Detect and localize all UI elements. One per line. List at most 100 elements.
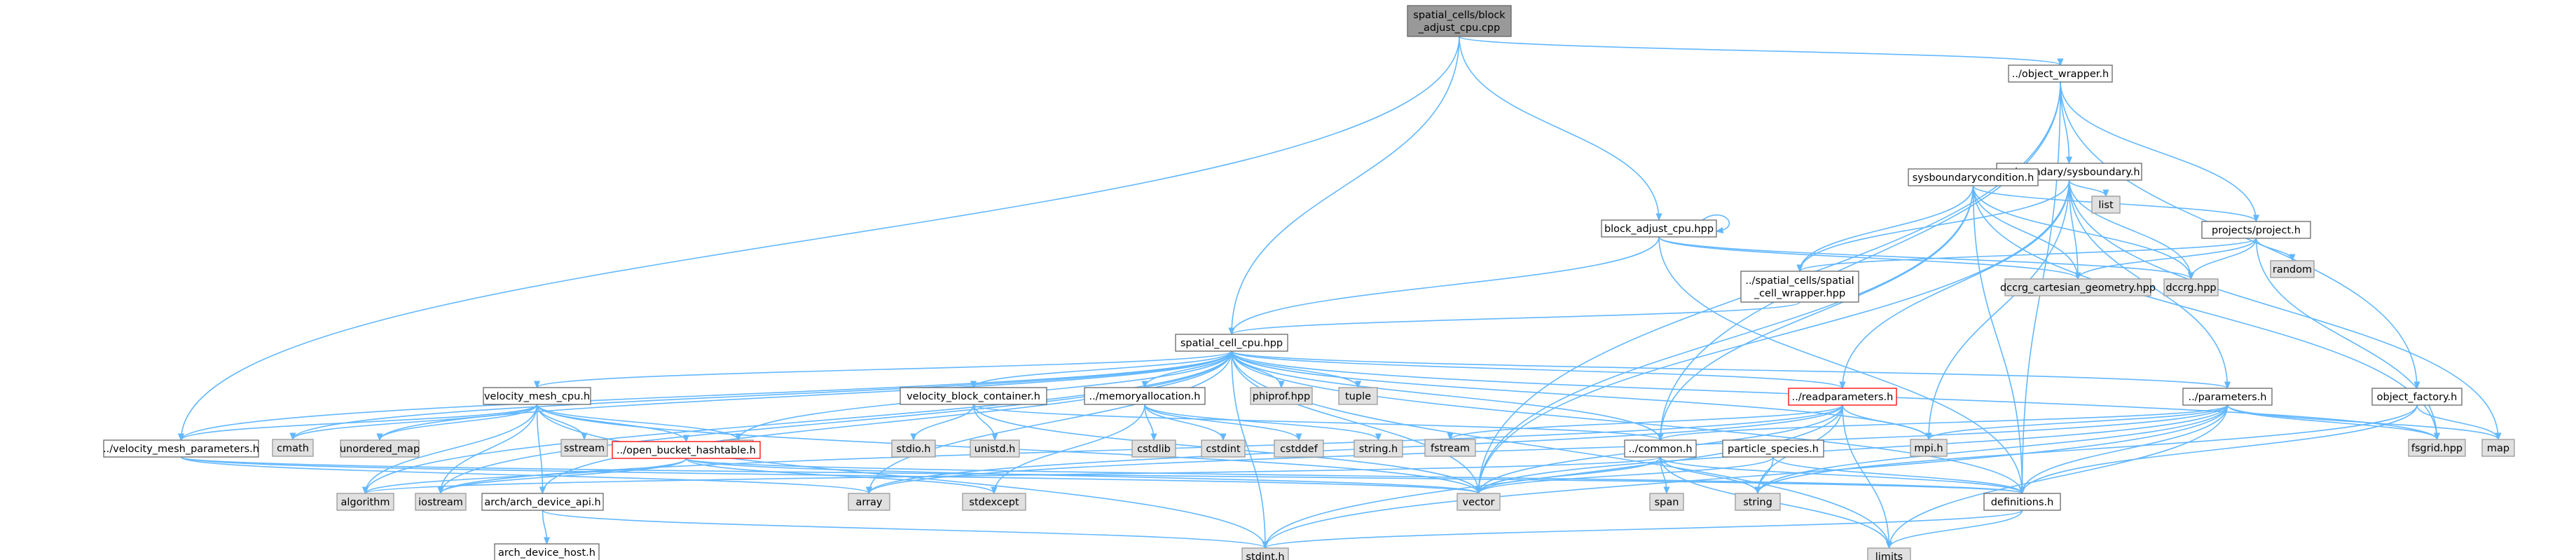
node-spatial_cell_cpu[interactable]: spatial_cell_cpu.hpp bbox=[1175, 334, 1288, 352]
edge-root-to-spatial_cell_cpu bbox=[1228, 36, 1460, 336]
node-box bbox=[560, 439, 608, 457]
edge-common-to-algorithm bbox=[361, 456, 1661, 495]
edge-velocity_mesh_cpu-to-cmath bbox=[289, 404, 538, 441]
node-algorithm: algorithm bbox=[336, 493, 394, 511]
node-box bbox=[1722, 439, 1824, 458]
node-cstdlib: cstdlib bbox=[1131, 439, 1176, 458]
node-particle_species[interactable]: particle_species.h bbox=[1722, 439, 1824, 458]
edge-spatial_cell_cpu-to-readparameters bbox=[1231, 350, 1846, 390]
node-map: map bbox=[2481, 439, 2515, 457]
node-sstream: sstream bbox=[560, 439, 608, 457]
node-fsgrid: fsgrid.hpp bbox=[2408, 439, 2466, 457]
node-project[interactable]: projects/project.h bbox=[2201, 221, 2311, 239]
edge-particle_species-to-string bbox=[1754, 456, 1774, 495]
node-box bbox=[900, 387, 1047, 405]
node-label: unordered_map bbox=[340, 444, 420, 455]
node-box bbox=[2201, 221, 2311, 239]
node-box bbox=[1338, 387, 1378, 405]
node-label: ../spatial_cells/spatial bbox=[1745, 275, 1854, 287]
edge-arch_device_api-to-arch_device_host bbox=[542, 510, 551, 545]
node-definitions[interactable]: definitions.h bbox=[1983, 493, 2061, 511]
node-cmath: cmath bbox=[272, 439, 314, 457]
node-iostream: iostream bbox=[415, 493, 467, 511]
node-box bbox=[1241, 547, 1289, 560]
node-velocity_mesh_parameters[interactable]: ../velocity_mesh_parameters.h bbox=[103, 439, 259, 458]
node-label: spatial_cells/block bbox=[1413, 10, 1506, 21]
node-label: dccrg.hpp bbox=[2165, 282, 2216, 294]
node-label: sysboundarycondition.h bbox=[1913, 172, 2034, 184]
node-object_wrapper[interactable]: ../object_wrapper.h bbox=[2008, 64, 2113, 83]
node-velocity_mesh_cpu[interactable]: velocity_mesh_cpu.h bbox=[483, 387, 591, 405]
node-open_bucket[interactable]: ../open_bucket_hashtable.h bbox=[612, 441, 761, 459]
edge-particle_species-to-vector bbox=[1475, 456, 1774, 495]
node-readparameters[interactable]: ../readparameters.h bbox=[1788, 388, 1897, 406]
node-label: map bbox=[2487, 443, 2509, 454]
node-common[interactable]: ../common.h bbox=[1624, 439, 1697, 458]
node-arch_device_host[interactable]: arch_device_host.h bbox=[494, 543, 600, 560]
node-memoryallocation[interactable]: ../memoryallocation.h bbox=[1084, 387, 1206, 405]
node-random: random bbox=[2270, 260, 2315, 278]
node-label: stdexcept bbox=[969, 497, 1019, 508]
node-label: dccrg_cartesian_geometry.hpp bbox=[2000, 282, 2156, 294]
node-box bbox=[1084, 387, 1206, 405]
node-sysboundarycondition[interactable]: sysboundarycondition.h bbox=[1908, 168, 2039, 186]
node-label: sstream bbox=[564, 443, 605, 454]
node-fstream: fstream bbox=[1424, 439, 1476, 457]
node-vector: vector bbox=[1456, 493, 1501, 511]
edge-definitions-to-limits bbox=[1885, 510, 2023, 549]
edge-block_adjust_hpp-to-block_adjust_hpp bbox=[1702, 214, 1730, 234]
node-box bbox=[848, 493, 890, 511]
node-parameters[interactable]: ../parameters.h bbox=[2182, 388, 2273, 406]
edge-root-to-object_wrapper bbox=[1459, 36, 2064, 67]
edge-parameters-to-limits bbox=[1885, 404, 2229, 549]
edge-sysboundary-to-dccrg bbox=[2068, 179, 2195, 280]
node-label: vector bbox=[1463, 497, 1495, 508]
node-box bbox=[272, 439, 314, 457]
nodes-layer: spatial_cells/block_adjust_cpu.cpp ../obj… bbox=[103, 5, 2515, 560]
node-root[interactable]: spatial_cells/block_adjust_cpu.cpp bbox=[1407, 5, 1512, 37]
edge-parameters-to-fsgrid bbox=[2226, 404, 2441, 441]
node-box bbox=[340, 439, 420, 458]
node-label: cstdlib bbox=[1137, 444, 1171, 455]
node-box bbox=[1735, 493, 1781, 511]
node-tuple: tuple bbox=[1338, 387, 1378, 405]
node-box bbox=[1354, 439, 1403, 458]
node-box bbox=[2270, 260, 2315, 278]
node-label: particle_species.h bbox=[1728, 444, 1819, 455]
node-label: iostream bbox=[418, 497, 463, 508]
node-block_adjust_hpp[interactable]: block_adjust_cpu.hpp bbox=[1601, 219, 1717, 238]
node-unordered_map: unordered_map bbox=[340, 439, 420, 458]
node-box bbox=[2408, 439, 2466, 457]
node-label: string bbox=[1743, 497, 1772, 508]
node-label: ../open_bucket_hashtable.h bbox=[617, 445, 756, 456]
edge-object_wrapper-to-project bbox=[2060, 81, 2260, 223]
node-label: mpi.h bbox=[1914, 443, 1943, 454]
node-object_factory[interactable]: object_factory.h bbox=[2371, 388, 2463, 406]
node-box bbox=[1624, 439, 1697, 458]
edge-definitions-to-stdint bbox=[1262, 510, 2023, 549]
node-box bbox=[891, 439, 936, 458]
node-label: fstream bbox=[1431, 443, 1470, 454]
node-array: array bbox=[848, 493, 890, 511]
node-box bbox=[103, 439, 259, 458]
node-dccrg: dccrg.hpp bbox=[2163, 278, 2219, 296]
edge-memoryallocation-to-cstddef bbox=[1144, 404, 1302, 442]
node-box bbox=[1131, 439, 1176, 458]
edge-project-to-dccrg bbox=[2187, 238, 2257, 280]
node-box bbox=[1407, 5, 1512, 37]
node-velocity_block_container[interactable]: velocity_block_container.h bbox=[900, 387, 1047, 405]
node-spatial_cell_wrapper[interactable]: ../spatial_cells/spatial_cell_wrapper.hp… bbox=[1740, 271, 1859, 303]
node-label: _adjust_cpu.cpp bbox=[1418, 22, 1500, 34]
node-label: unistd.h bbox=[974, 444, 1016, 455]
node-label: stdint.h bbox=[1246, 552, 1284, 560]
node-box bbox=[970, 439, 1020, 458]
node-label: ../readparameters.h bbox=[1792, 392, 1894, 403]
edge-parameters-to-mpi bbox=[1925, 404, 2229, 441]
node-label: block_adjust_cpu.hpp bbox=[1604, 224, 1714, 235]
node-label: phiprof.hpp bbox=[1253, 391, 1310, 402]
node-label: ../object_wrapper.h bbox=[2012, 69, 2109, 80]
node-arch_device_api[interactable]: arch/arch_device_api.h bbox=[481, 493, 604, 511]
node-label: object_factory.h bbox=[2377, 392, 2458, 403]
edge-block_adjust_hpp-to-spatial_cell_cpu bbox=[1228, 236, 1660, 336]
edge-velocity_mesh_parameters-to-array bbox=[180, 456, 873, 495]
